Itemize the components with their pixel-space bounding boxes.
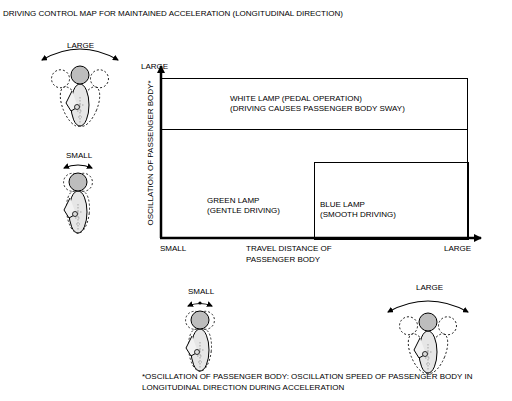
passenger-figure bbox=[397, 313, 459, 376]
axis-min-label: SMALL bbox=[160, 243, 186, 254]
sway-arrow bbox=[42, 49, 118, 60]
axis-max-label: LARGE bbox=[141, 61, 168, 72]
passenger-figure bbox=[49, 66, 111, 129]
lamp-region: GREEN LAMP(GENTLE DRIVING)BLUE LAMP(SMOO… bbox=[161, 129, 468, 239]
y-axis bbox=[160, 66, 163, 238]
sway-arrow bbox=[64, 165, 92, 168]
sway-arrow bbox=[188, 304, 212, 307]
region-note: (DRIVING CAUSES PASSENGER BODY SWAY) bbox=[230, 104, 467, 114]
region-title: BLUE LAMP bbox=[320, 200, 468, 210]
lamp-region: BLUE LAMP(SMOOTH DRIVING) bbox=[314, 162, 469, 240]
magnitude-label: SMALL bbox=[188, 286, 214, 297]
axis-max-label: LARGE bbox=[444, 243, 471, 254]
lamp-region: WHITE LAMP (PEDAL OPERATION)(DRIVING CAU… bbox=[161, 78, 468, 130]
axis-title: OSCILLATION OF PASSENGER BODY* bbox=[145, 86, 156, 226]
passenger-figure bbox=[63, 172, 94, 234]
x-axis bbox=[160, 237, 481, 240]
magnitude-label: LARGE bbox=[67, 40, 94, 51]
magnitude-label: SMALL bbox=[66, 150, 92, 161]
passenger-figure bbox=[185, 310, 216, 372]
center-dot bbox=[198, 301, 201, 304]
sway-arrow bbox=[388, 301, 468, 312]
region-title: WHITE LAMP (PEDAL OPERATION) bbox=[230, 94, 467, 104]
title: DRIVING CONTROL MAP FOR MAINTAINED ACCEL… bbox=[3, 8, 343, 19]
axis-title: TRAVEL DISTANCE OF PASSENGER BODY bbox=[246, 243, 346, 265]
magnitude-label: LARGE bbox=[416, 282, 443, 293]
footnote: *OSCILLATION OF PASSENGER BODY: OSCILLAT… bbox=[142, 371, 512, 393]
region-note: (SMOOTH DRIVING) bbox=[320, 210, 468, 220]
